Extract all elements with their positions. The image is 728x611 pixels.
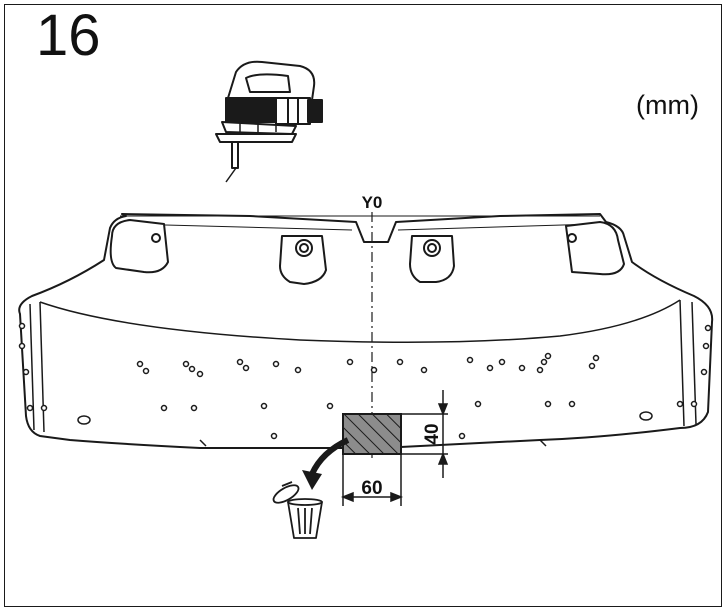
dimension-height-label: 40 xyxy=(422,423,443,444)
step-number: 16 xyxy=(36,3,101,68)
cut-arrow-icon xyxy=(302,437,350,490)
trash-bin-icon xyxy=(272,481,323,539)
dimension-height xyxy=(401,390,449,478)
dimension-width xyxy=(340,454,404,506)
jigsaw-icon xyxy=(215,60,323,183)
instruction-frame xyxy=(4,4,722,607)
cutout-area xyxy=(342,413,402,455)
unit-label: (mm) xyxy=(636,90,699,120)
axis-label: Y0 xyxy=(362,193,383,212)
mounting-holes xyxy=(18,322,712,440)
dimension-width-label: 60 xyxy=(361,478,382,499)
bumper-outline xyxy=(18,213,714,449)
